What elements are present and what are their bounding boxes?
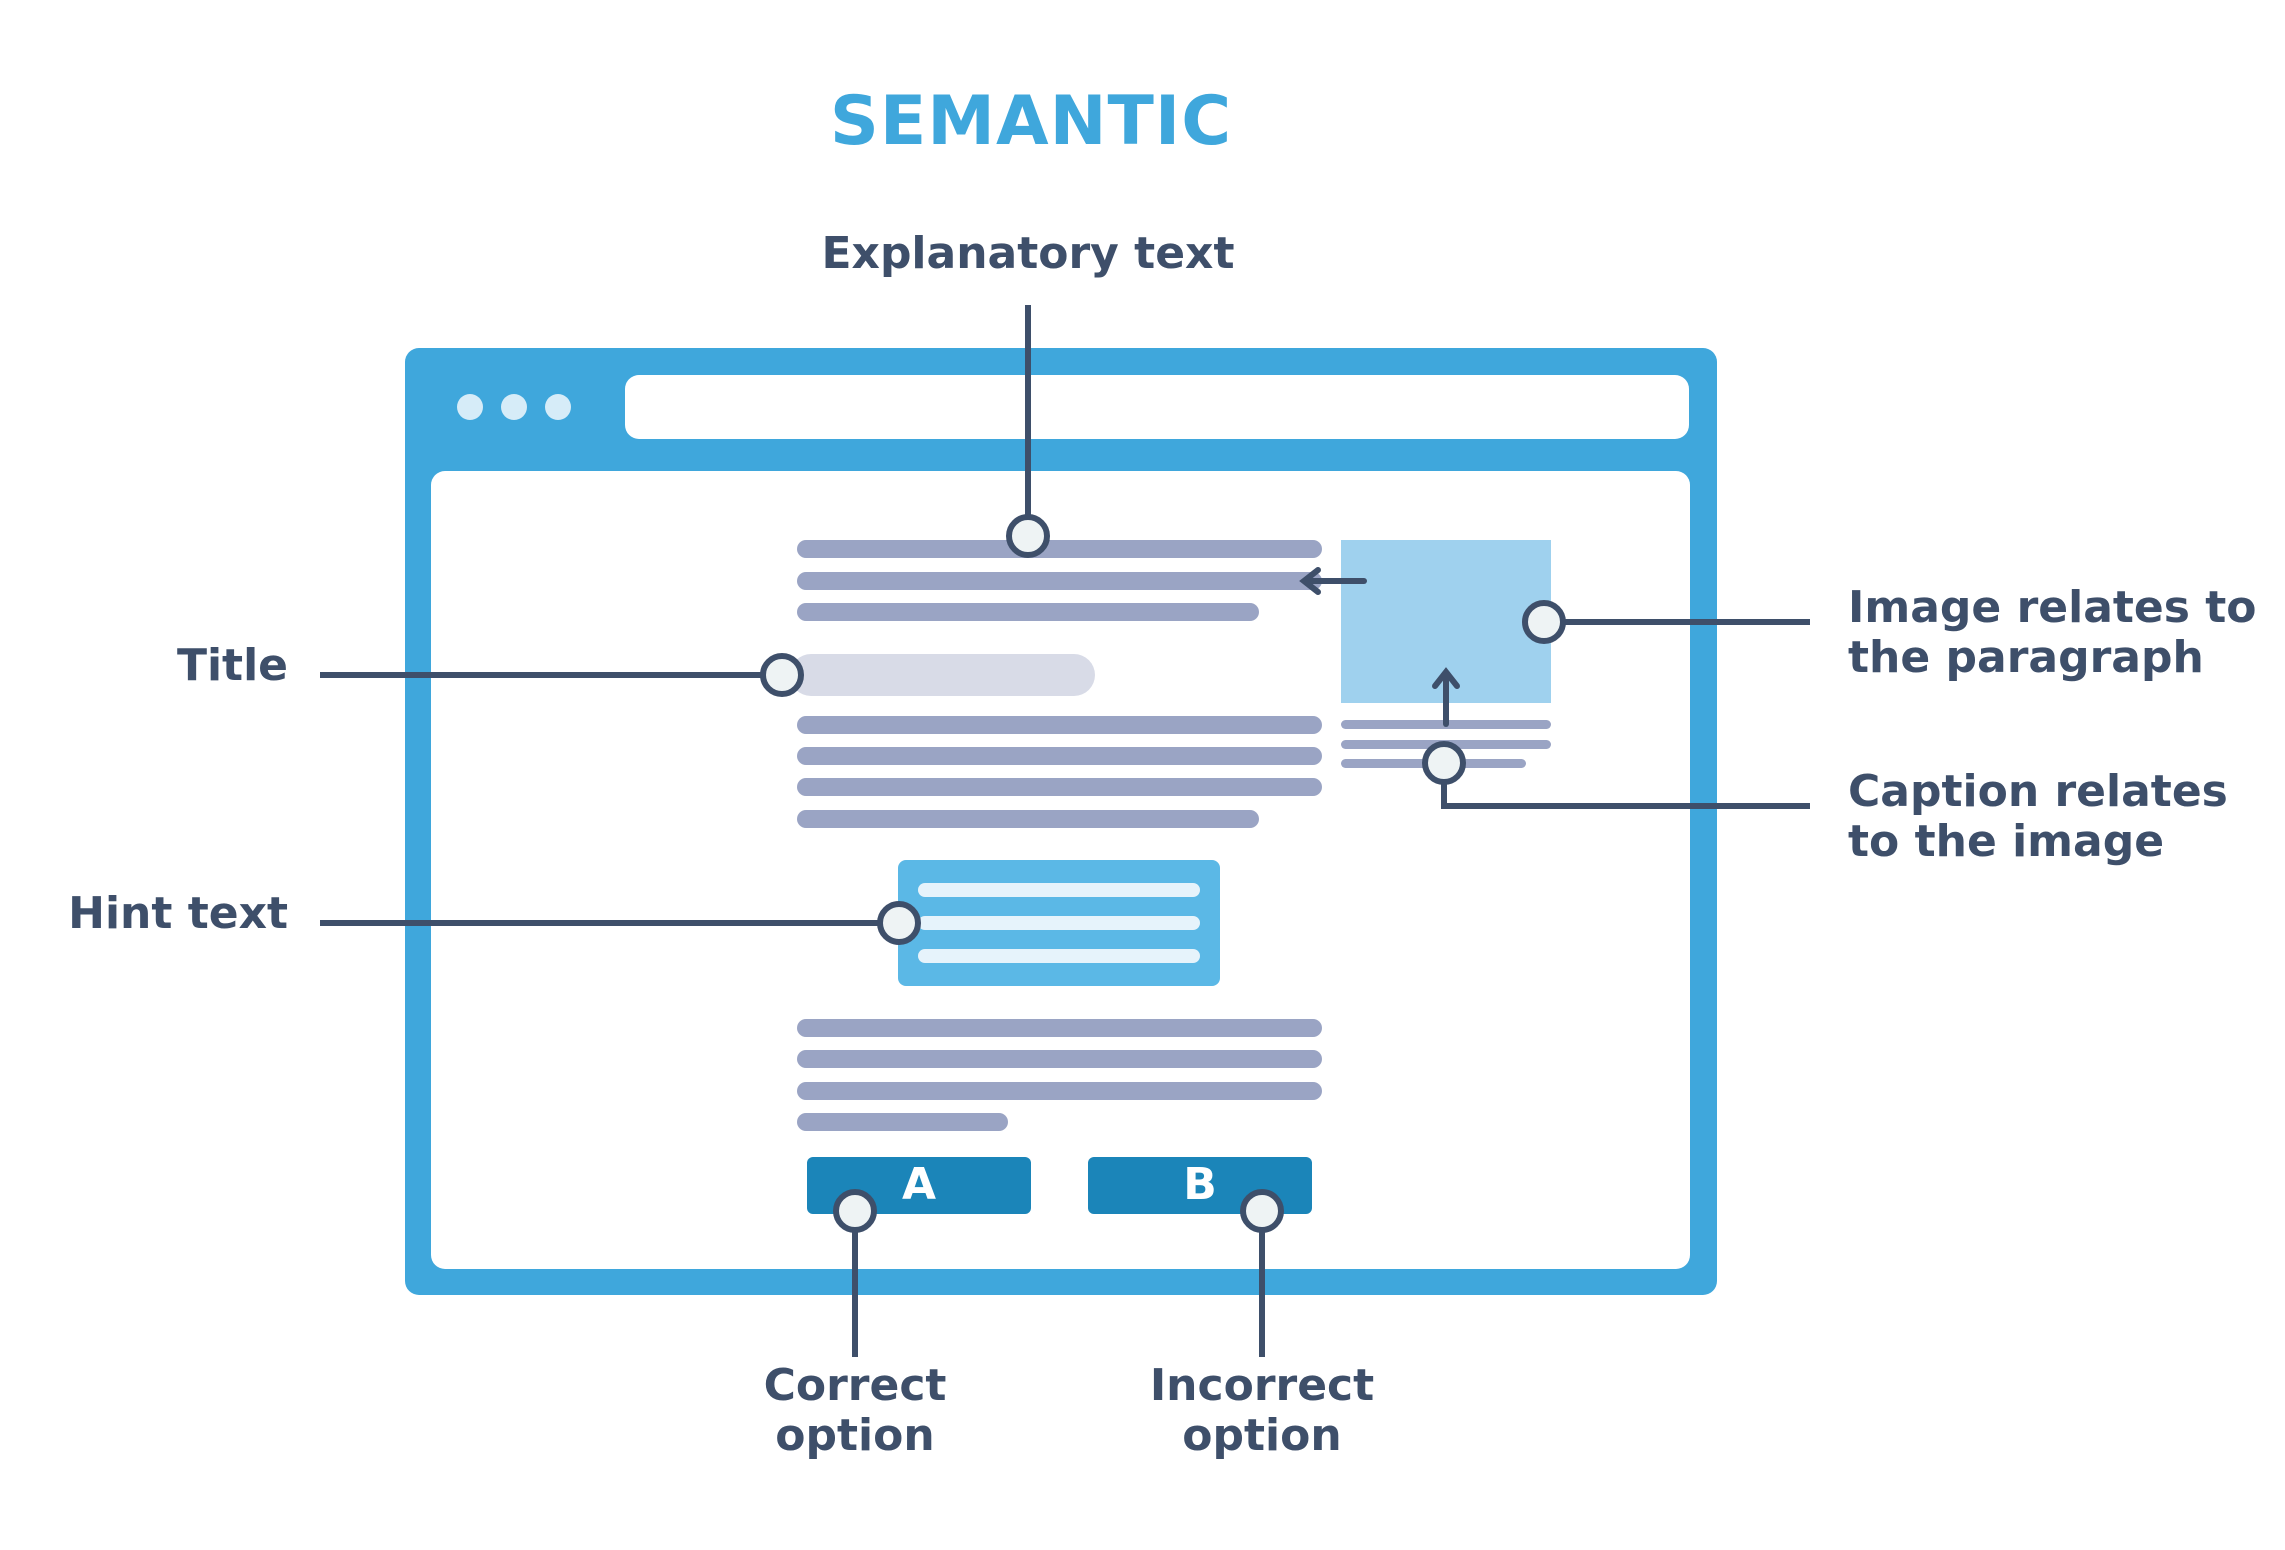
option-a-letter: A [901,1159,937,1210]
window-dot-3 [545,394,571,420]
text-line [797,1082,1322,1100]
label-correct-option: Correct option [705,1361,1005,1461]
label-caption-relates: Caption relates to the image [1848,767,2228,867]
text-line [797,540,1322,558]
address-bar [625,375,1689,439]
hint-box-lines [918,883,1200,963]
explanatory-marker [1006,514,1050,558]
connector-markers [760,514,1566,1233]
label-incorrect-line-1: Incorrect [1149,1360,1375,1411]
label-incorrect-line-2: option [1182,1410,1342,1461]
option-b-letter: B [1183,1159,1217,1210]
label-caption-line-2: to the image [1848,816,2165,867]
caption-marker [1422,741,1466,785]
caption-to-image-arrow-head [1432,667,1460,689]
label-title: Title [176,640,288,691]
text-line [797,747,1322,765]
correct-option-marker [833,1189,877,1233]
text-line [797,1019,1322,1037]
text-line [797,572,1322,590]
label-correct-line-1: Correct [763,1360,947,1411]
label-incorrect-option: Incorrect option [1112,1361,1412,1461]
hint-line [918,883,1200,897]
label-caption-line-1: Caption relates [1848,766,2228,817]
label-image-relates: Image relates to the paragraph [1848,583,2257,683]
diagram-heading: SEMANTIC [829,82,1233,161]
lower-paragraph [797,1019,1322,1131]
label-hint-text: Hint text [68,888,288,939]
image-marker [1522,600,1566,644]
label-image-line-2: the paragraph [1848,632,2204,683]
label-explanatory-text: Explanatory text [821,228,1235,279]
text-line [797,778,1322,796]
image-to-paragraph-arrow-head [1299,567,1321,595]
title-marker [760,653,804,697]
label-correct-line-2: option [775,1410,935,1461]
hint-line [918,916,1200,930]
window-dot-2 [501,394,527,420]
body-paragraph [797,716,1322,828]
text-line [797,810,1259,828]
text-line [797,603,1259,621]
label-image-line-1: Image relates to [1848,582,2257,633]
window-dot-1 [457,394,483,420]
text-line [797,716,1322,734]
relation-arrows [1299,567,1460,727]
hint-line [918,949,1200,963]
text-line [797,1050,1322,1068]
incorrect-option-marker [1240,1189,1284,1233]
title-placeholder [790,654,1095,696]
explanatory-paragraph [797,540,1322,621]
text-line [797,1113,1008,1131]
hint-marker [877,901,921,945]
